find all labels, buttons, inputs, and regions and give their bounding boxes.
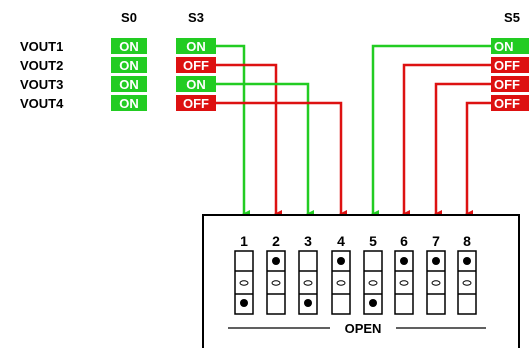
switch-slot bbox=[426, 250, 446, 315]
wire-s5-vout4-to-pin8 bbox=[465, 101, 491, 218]
status-tag-s3-row1: ON bbox=[176, 38, 216, 54]
status-tag-s3-row3: ON bbox=[176, 76, 216, 92]
wire-s5-vout1-to-pin5 bbox=[371, 44, 491, 218]
column-header-s3: S3 bbox=[188, 10, 204, 25]
dip-position-number: 7 bbox=[432, 233, 440, 249]
dip-position-number: 6 bbox=[400, 233, 408, 249]
row-label-vout1: VOUT1 bbox=[20, 39, 63, 54]
status-tag-background bbox=[176, 76, 216, 92]
status-tag-s5-row2: OFF bbox=[491, 57, 529, 73]
switch-pivot bbox=[399, 280, 409, 286]
switch-slot bbox=[363, 250, 383, 315]
wire-s5-vout3-to-pin7 bbox=[434, 82, 491, 218]
dip-position-number: 2 bbox=[272, 233, 280, 249]
switch-pivot bbox=[303, 280, 313, 286]
status-tag-text: OFF bbox=[494, 96, 520, 111]
row-label-vout2: VOUT2 bbox=[20, 58, 63, 73]
status-tag-background bbox=[111, 38, 147, 54]
switch-slot bbox=[457, 250, 477, 315]
switch-slot bbox=[266, 250, 286, 315]
status-tag-s5-row4: OFF bbox=[491, 95, 529, 111]
status-tag-text: ON bbox=[186, 39, 206, 54]
status-tag-background bbox=[176, 57, 216, 73]
wire-s3-vout1-to-pin1 bbox=[216, 44, 250, 218]
row-label-vout4: VOUT4 bbox=[20, 96, 64, 111]
switch-knob bbox=[240, 299, 248, 307]
dip-position-3: 3 bbox=[298, 233, 318, 315]
wire-s5-vout2-to-pin6 bbox=[402, 63, 491, 218]
switch-knob bbox=[400, 257, 408, 265]
status-tag-background bbox=[491, 38, 529, 54]
switch-pivot bbox=[462, 280, 472, 286]
status-tag-background bbox=[491, 57, 529, 73]
status-tag-text: ON bbox=[119, 77, 139, 92]
dip-position-number: 3 bbox=[304, 233, 312, 249]
status-tag-background bbox=[176, 38, 216, 54]
dip-position-number: 5 bbox=[369, 233, 377, 249]
switch-slot bbox=[394, 250, 414, 315]
dip-position-8: 8 bbox=[457, 233, 477, 315]
switch-knob bbox=[272, 257, 280, 265]
wire-s3-vout2-to-pin2 bbox=[216, 63, 282, 218]
status-tag-text: ON bbox=[119, 39, 139, 54]
switch-knob bbox=[463, 257, 471, 265]
status-tag-text: ON bbox=[494, 39, 514, 54]
switch-pivot bbox=[239, 280, 249, 286]
wire-s3-vout4-to-pin4 bbox=[216, 101, 347, 218]
switch-pivot bbox=[336, 280, 346, 286]
dip-position-6: 6 bbox=[394, 233, 414, 315]
dip-position-7: 7 bbox=[426, 233, 446, 315]
status-tag-background bbox=[176, 95, 216, 111]
status-tag-s5-row1: ON bbox=[491, 38, 529, 54]
switch-knob bbox=[337, 257, 345, 265]
switch-knob bbox=[304, 299, 312, 307]
status-tag-s0-row3: ON bbox=[111, 76, 147, 92]
dip-position-number: 8 bbox=[463, 233, 471, 249]
status-tag-background bbox=[111, 57, 147, 73]
row-label-vout3: VOUT3 bbox=[20, 77, 63, 92]
dip-position-number: 1 bbox=[240, 233, 248, 249]
switch-pivot bbox=[431, 280, 441, 286]
status-tag-text: ON bbox=[119, 96, 139, 111]
switch-knob bbox=[369, 299, 377, 307]
status-tag-s0-row2: ON bbox=[111, 57, 147, 73]
status-tag-s3-row2: OFF bbox=[176, 57, 216, 73]
status-tag-text: ON bbox=[186, 77, 206, 92]
dip-position-number: 4 bbox=[337, 233, 345, 249]
switch-slot bbox=[331, 250, 351, 315]
wire-s3-vout3-to-pin3 bbox=[216, 82, 314, 218]
status-tag-text: OFF bbox=[494, 58, 520, 73]
switch-slot bbox=[298, 250, 318, 315]
status-tag-background bbox=[111, 76, 147, 92]
switch-knob bbox=[432, 257, 440, 265]
dip-switch: 1 2 3 4 5 6 7 8 OPEN bbox=[202, 214, 520, 348]
status-tag-s3-row4: OFF bbox=[176, 95, 216, 111]
status-tag-text: ON bbox=[119, 58, 139, 73]
dip-position-5: 5 bbox=[363, 233, 383, 315]
switch-pivot bbox=[368, 280, 378, 286]
status-tag-background bbox=[491, 76, 529, 92]
status-tag-text: OFF bbox=[494, 77, 520, 92]
switch-pivot bbox=[271, 280, 281, 286]
dip-position-group: 1 2 3 4 5 6 7 8 bbox=[234, 233, 477, 315]
column-header-s0: S0 bbox=[121, 10, 137, 25]
column-header-s5: S5 bbox=[504, 10, 520, 25]
dip-position-1: 1 bbox=[234, 233, 254, 315]
dip-position-2: 2 bbox=[266, 233, 286, 315]
wire-group bbox=[216, 44, 491, 218]
dip-position-4: 4 bbox=[331, 233, 351, 315]
status-tag-s0-row1: ON bbox=[111, 38, 147, 54]
status-tag-background bbox=[491, 95, 529, 111]
status-tag-group: ON ON ON ON ON OFF ON OFF ON OFF OFF OFF bbox=[111, 38, 529, 111]
status-tag-background bbox=[111, 95, 147, 111]
status-tag-text: OFF bbox=[183, 58, 209, 73]
open-label: OPEN bbox=[345, 321, 382, 336]
switch-slot bbox=[234, 250, 254, 315]
status-tag-s0-row4: ON bbox=[111, 95, 147, 111]
status-tag-s5-row3: OFF bbox=[491, 76, 529, 92]
status-tag-text: OFF bbox=[183, 96, 209, 111]
